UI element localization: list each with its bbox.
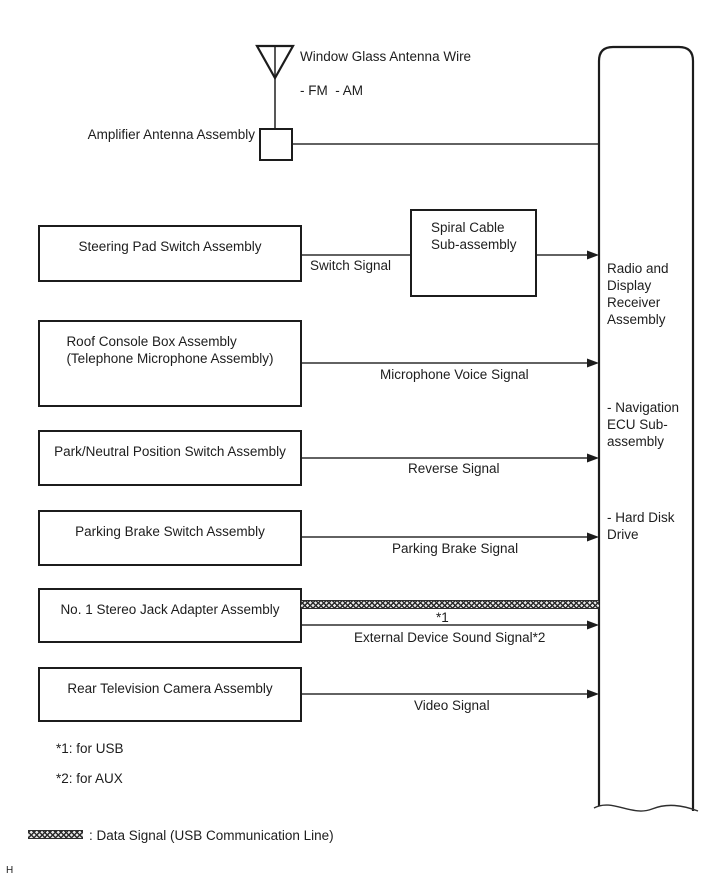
park-neutral-switch-label: Park/Neutral Position Switch Assembly (54, 444, 286, 459)
switch-signal-arrowhead (587, 250, 599, 260)
antenna-triangle-icon (255, 44, 295, 81)
reverse-signal-label: Reverse Signal (408, 461, 500, 476)
receiver-box-break-wave (593, 804, 699, 812)
switch-signal-label: Switch Signal (310, 258, 392, 273)
amplifier-antenna-box (259, 128, 293, 161)
steering-pad-switch-box: Steering Pad Switch Assembly (38, 225, 302, 282)
legend-data-signal-label: : Data Signal (USB Communication Line) (89, 828, 334, 843)
parking-brake-switch-box: Parking Brake Switch Assembly (38, 510, 302, 566)
amplifier-antenna-label: Amplifier Antenna Assembly (87, 127, 255, 142)
stereo-jack-adapter-label: No. 1 Stereo Jack Adapter Assembly (60, 602, 280, 617)
video-signal-arrowhead (587, 689, 599, 699)
parking-brake-signal-label: Parking Brake Signal (392, 541, 519, 556)
usb-footnote-ref-label: *1 (436, 610, 449, 625)
external-device-signal-label: External Device Sound Signal*2 (354, 630, 546, 645)
video-signal-label: Video Signal (414, 698, 490, 713)
rear-tv-camera-box: Rear Television Camera Assembly (38, 667, 302, 722)
park-neutral-switch-box: Park/Neutral Position Switch Assembly (38, 430, 302, 486)
stereo-jack-adapter-box: No. 1 Stereo Jack Adapter Assembly (38, 588, 302, 643)
microphone-signal-label: Microphone Voice Signal (380, 367, 529, 382)
roof-console-label: Roof Console Box Assembly (Telephone Mic… (66, 334, 274, 366)
parking-brake-switch-label: Parking Brake Switch Assembly (75, 524, 265, 539)
footnote-aux: *2: for AUX (56, 771, 123, 786)
rear-tv-camera-label: Rear Television Camera Assembly (67, 681, 273, 696)
footnote-usb: *1: for USB (56, 741, 124, 756)
roof-console-box: Roof Console Box Assembly (Telephone Mic… (38, 320, 302, 407)
legend-hatch-swatch (28, 830, 83, 839)
fm-am-band-label: - FM - AM (300, 83, 363, 98)
receiver-hard-disk-label: - Hard Disk Drive (607, 510, 675, 542)
steering-pad-switch-label: Steering Pad Switch Assembly (78, 239, 262, 254)
window-glass-antenna-label: Window Glass Antenna Wire (300, 49, 472, 64)
microphone-signal-arrowhead (587, 358, 599, 368)
usb-data-signal-hatched-line (301, 600, 599, 609)
receiver-navigation-ecu-label: - Navigation ECU Sub- assembly (607, 400, 680, 449)
receiver-title: Radio and Display Receiver Assembly (607, 261, 669, 327)
parking-brake-signal-arrowhead (587, 532, 599, 542)
page-marker: H (6, 865, 14, 876)
reverse-signal-arrowhead (587, 453, 599, 463)
spiral-cable-label: Spiral Cable Sub-assembly (431, 220, 517, 252)
external-device-signal-arrowhead (587, 620, 599, 630)
spiral-cable-box: Spiral Cable Sub-assembly (410, 209, 537, 297)
